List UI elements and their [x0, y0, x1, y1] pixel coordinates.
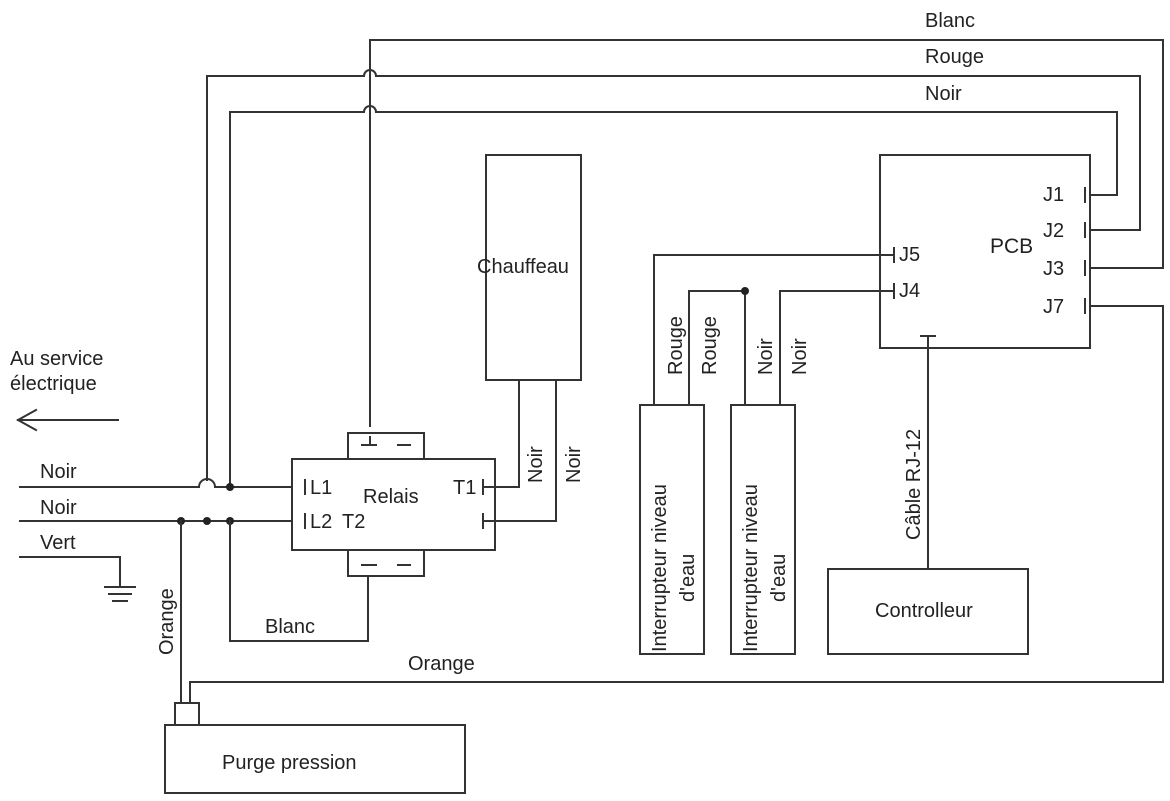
relay-title: Relais: [363, 486, 419, 508]
switch2-label-line1: Interrupteur niveau: [740, 484, 762, 652]
top-wire-rouge: [206, 69, 1141, 481]
junction-dot: [226, 483, 234, 491]
relay-label-t1: T1: [453, 477, 476, 499]
purge-title: Purge pression: [222, 752, 357, 774]
label-orange-vertical: Orange: [156, 588, 178, 655]
water-level-switch-2: [730, 404, 796, 655]
top-wire-blanc: [369, 39, 1164, 427]
label-noir-top: Noir: [925, 83, 962, 105]
wire-heater-t2: [482, 379, 557, 522]
heater-title: Chauffeau: [477, 256, 569, 278]
service-label-line2: électrique: [10, 373, 97, 395]
heater: [485, 154, 582, 381]
purge-valve: [164, 702, 466, 794]
pcb-label-j5: J5: [899, 244, 920, 266]
switch1-label-line2: d'eau: [677, 554, 699, 602]
wire-rouge-noir-link: [688, 290, 746, 406]
wire-j5-rouge: [653, 254, 895, 406]
junction-dot: [741, 287, 749, 295]
wire-orange-right: [189, 305, 1164, 704]
label-noir-left-1: Noir: [40, 461, 77, 483]
ground-icon: [104, 586, 136, 602]
relay: [291, 432, 496, 577]
label-switch-rouge-1: Rouge: [665, 316, 687, 375]
label-blanc-relay: Blanc: [265, 616, 315, 638]
controller: [827, 568, 1029, 655]
pcb: [879, 154, 1091, 349]
label-heater-noir-2: Noir: [563, 446, 585, 483]
pcb-label-j2: J2: [1043, 220, 1064, 242]
pcb-label-j4: J4: [899, 280, 920, 302]
service-arrow-icon: [15, 408, 119, 432]
wire-heater-t1: [482, 379, 520, 488]
label-switch-rouge-2: Rouge: [699, 316, 721, 375]
pcb-label-j3: J3: [1043, 258, 1064, 280]
water-level-switch-1: [639, 404, 705, 655]
relay-label-l1: L1: [310, 477, 332, 499]
wire-blanc-relay: [229, 520, 369, 642]
label-switch-noir-2: Noir: [789, 338, 811, 375]
pcb-label-j1: J1: [1043, 184, 1064, 206]
top-wire-noir: [229, 105, 1118, 488]
label-cable-rj12: Câble RJ-12: [903, 429, 925, 540]
relay-label-l2: L2: [310, 511, 332, 533]
label-heater-noir-1: Noir: [525, 446, 547, 483]
pcb-title: PCB: [990, 235, 1033, 258]
relay-label-t2: T2: [342, 511, 365, 533]
switch1-label-line1: Interrupteur niveau: [649, 484, 671, 652]
junction-dot: [203, 517, 211, 525]
label-rouge-top: Rouge: [925, 46, 984, 68]
wire-line-1: [19, 478, 305, 488]
label-blanc-top: Blanc: [925, 10, 975, 32]
wire-ground: [19, 556, 121, 587]
pcb-label-j7: J7: [1043, 296, 1064, 318]
label-noir-left-2: Noir: [40, 497, 77, 519]
controller-title: Controlleur: [875, 600, 973, 622]
switch2-label-line2: d'eau: [768, 554, 790, 602]
service-label-line1: Au service: [10, 348, 103, 370]
wire-j4-noir: [779, 290, 895, 406]
label-vert-left: Vert: [40, 532, 76, 554]
label-orange-horizontal: Orange: [408, 653, 475, 675]
label-switch-noir-1: Noir: [755, 338, 777, 375]
